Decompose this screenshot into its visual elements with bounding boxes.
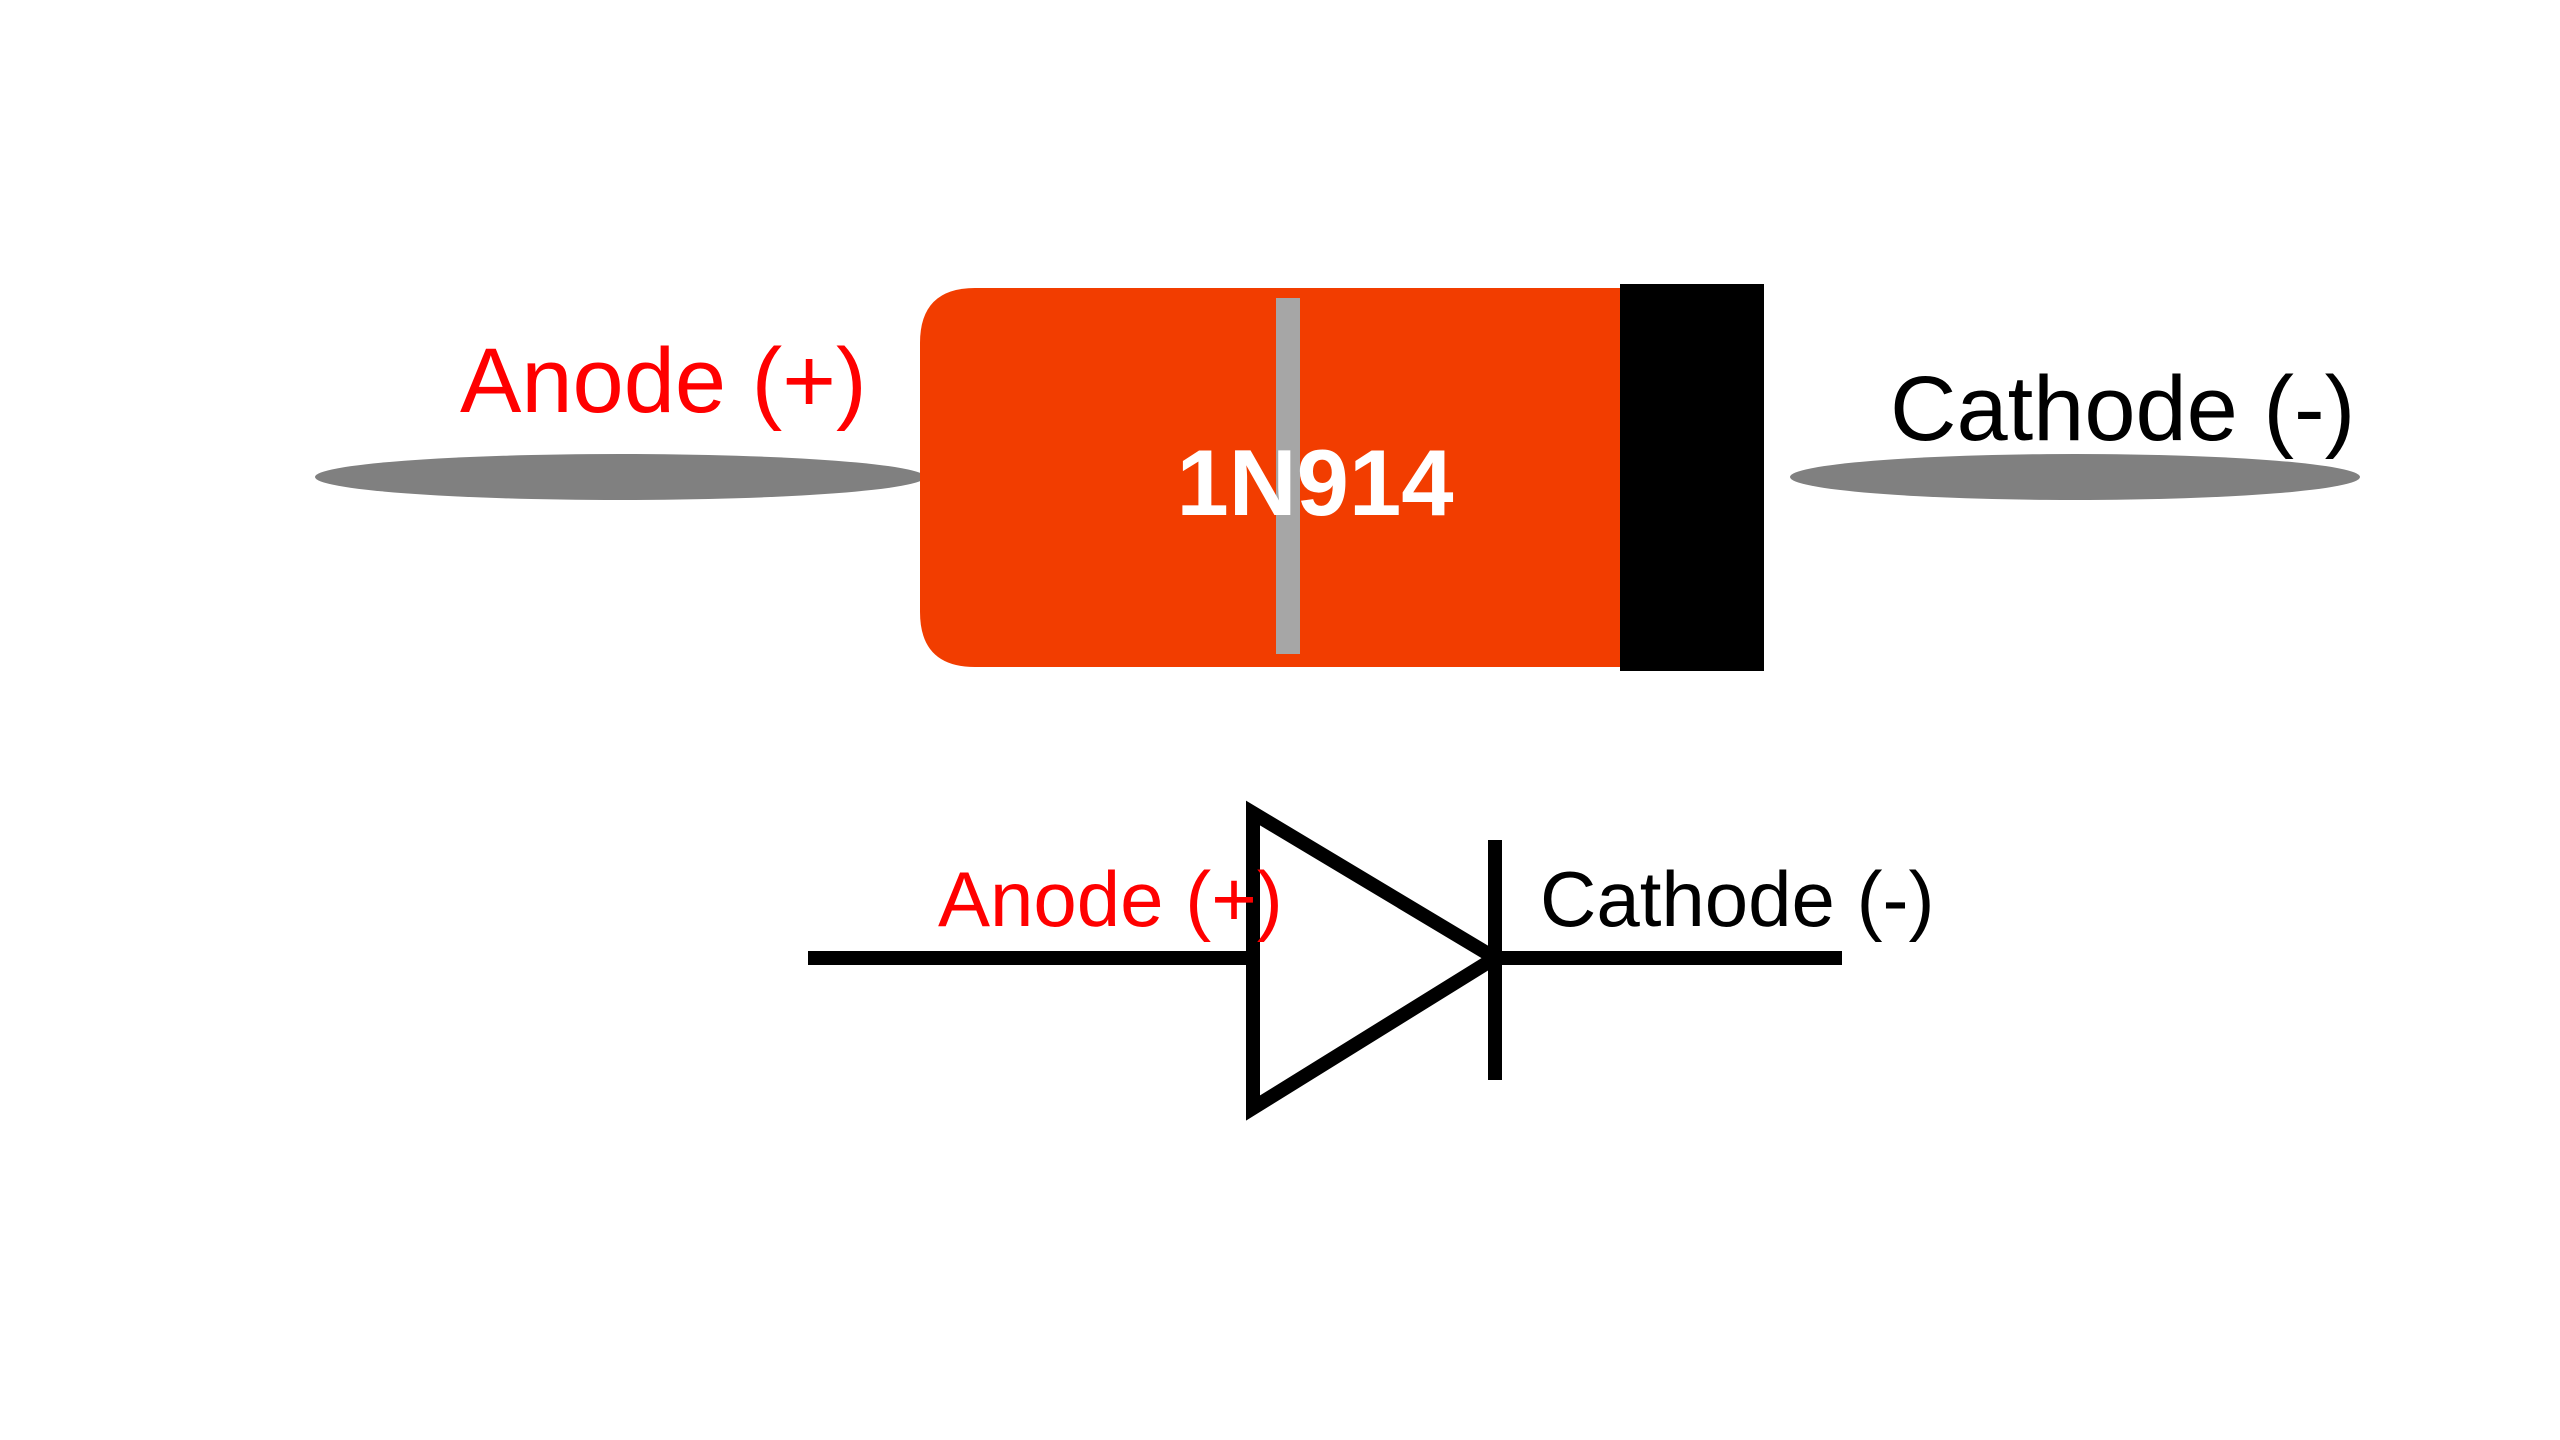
anode-lead — [315, 454, 925, 500]
cathode-band — [1620, 284, 1764, 671]
marking-stripe — [1276, 298, 1300, 654]
anode-label: Anode (+) — [460, 330, 867, 432]
diode-component: 1N914 Anode (+) Cathode (-) — [315, 284, 2360, 671]
symbol-triangle — [1246, 800, 1509, 1121]
part-number: 1N914 — [1177, 430, 1454, 535]
symbol-cathode-label: Cathode (-) — [1540, 855, 1935, 943]
symbol-anode-label: Anode (+) — [938, 855, 1283, 943]
diode-symbol: Anode (+) Cathode (-) — [808, 800, 1935, 1121]
cathode-label: Cathode (-) — [1890, 358, 2355, 460]
cathode-lead — [1790, 454, 2360, 500]
